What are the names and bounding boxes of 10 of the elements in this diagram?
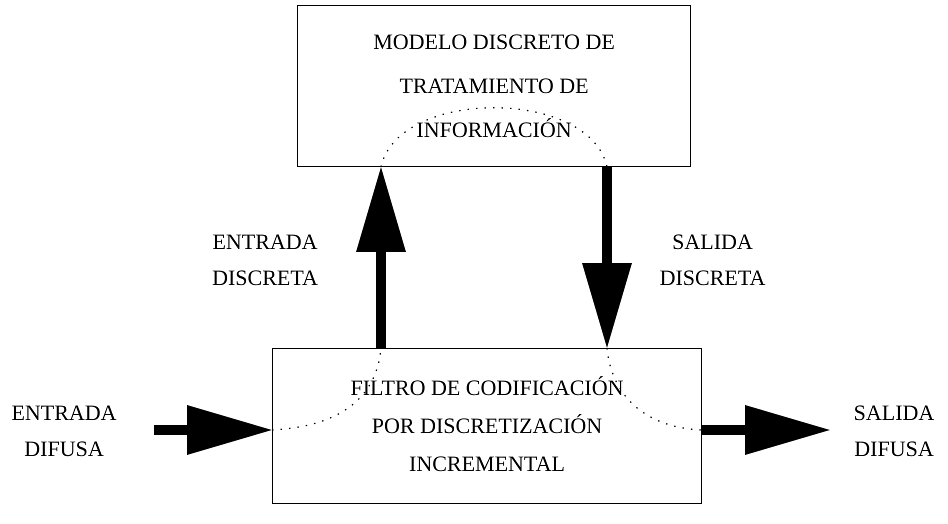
arrow	[702, 405, 830, 455]
arrow	[356, 167, 406, 348]
box-text: FILTRO DE CODIFICACIÓN POR DISCRETIZACIÓN INCREMENTAL	[350, 374, 624, 478]
io-text: SALIDA DIFUSA	[852, 399, 936, 463]
arrow	[582, 167, 632, 348]
process-box	[297, 5, 691, 167]
io-text: ENTRADA DIFUSA	[10, 399, 118, 463]
arrow	[154, 405, 272, 455]
box-text: MODELO DISCRETO DE TRATAMIENTO DE INFORMACIÓN	[372, 28, 616, 144]
process-box	[272, 348, 702, 504]
